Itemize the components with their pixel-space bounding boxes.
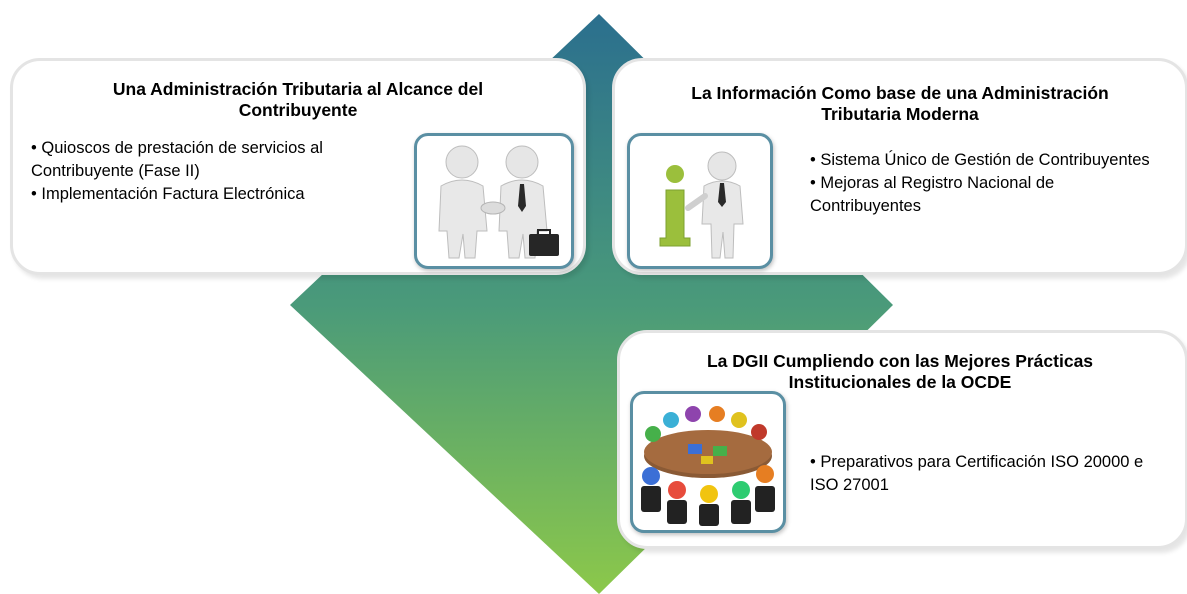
quadrant-card-top-right: La Información Como base de una Administ…: [612, 58, 1187, 275]
bullet-item: Sistema Único de Gestión de Contribuyent…: [810, 149, 1150, 172]
quadrant-title: Una Administración Tributaria al Alcance…: [112, 79, 484, 120]
team-meeting-icon: [630, 391, 786, 533]
bullet-list: Sistema Único de Gestión de Contribuyent…: [810, 149, 1150, 218]
information-person-icon: [627, 133, 773, 269]
bullet-list: Preparativos para Certificación ISO 2000…: [810, 451, 1150, 497]
quadrant-title: La Información Como base de una Administ…: [691, 83, 1109, 124]
bullet-item: Preparativos para Certificación ISO 2000…: [810, 451, 1150, 497]
bullet-list: Quioscos de prestación de servicios al C…: [31, 137, 411, 206]
quadrant-card-bottom-right: La DGII Cumpliendo con las Mejores Práct…: [617, 330, 1187, 549]
quadrant-title: La DGII Cumpliendo con las Mejores Práct…: [706, 351, 1094, 392]
handshake-icon: [414, 133, 574, 269]
bullet-item: Mejoras al Registro Nacional de Contribu…: [810, 172, 1150, 218]
bullet-item: Quioscos de prestación de servicios al C…: [31, 137, 411, 183]
quadrant-card-top-left: Una Administración Tributaria al Alcance…: [10, 58, 586, 275]
bullet-item: Implementación Factura Electrónica: [31, 183, 411, 206]
